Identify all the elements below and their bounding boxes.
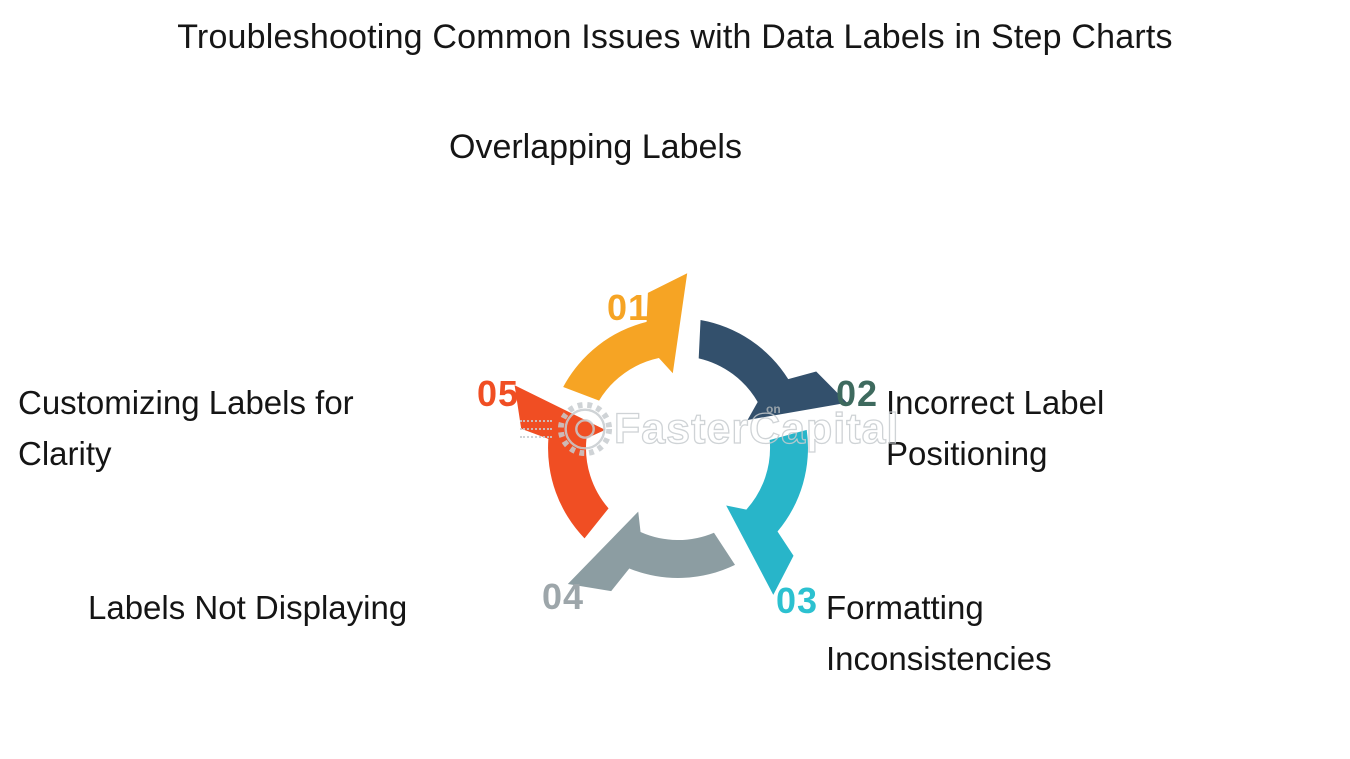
step-number-04: 04 <box>542 576 585 617</box>
arrow-04-shape <box>567 511 736 592</box>
arrow-03-shape <box>726 429 808 595</box>
step-label-labels-not-displaying: Labels Not Displaying <box>88 589 408 626</box>
arrow-02-shape <box>698 319 848 420</box>
cycle-arrow-step-01 <box>563 273 688 401</box>
step-number-03: 03 <box>776 580 819 621</box>
arrow-01-shape <box>563 273 688 401</box>
cycle-arrow-step-03 <box>726 429 808 595</box>
cycle-arrow-step-02 <box>698 319 848 420</box>
step-label-customizing-labels-for-clarity: Customizing Labels for Clarity <box>18 384 354 472</box>
step-label-incorrect-label-positioning: Incorrect Label Positioning <box>886 384 1105 472</box>
step-number-01: 01 <box>607 287 650 328</box>
page-title: Troubleshooting Common Issues with Data … <box>177 18 1173 56</box>
step-label-overlapping-labels: Overlapping Labels <box>449 128 742 166</box>
step-number-05: 05 <box>477 373 520 414</box>
step-label-formatting-inconsistencies: Formatting Inconsistencies <box>826 589 1052 677</box>
cycle-arrow-step-04 <box>567 511 736 592</box>
step-number-02: 02 <box>836 373 879 414</box>
